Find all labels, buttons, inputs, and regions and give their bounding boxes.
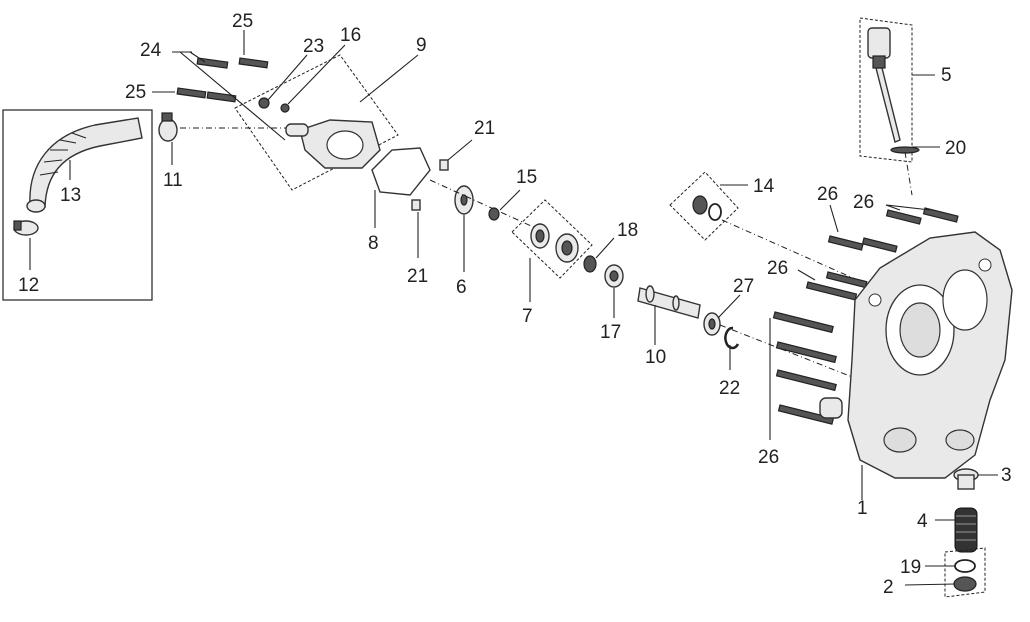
- drain-plug-cap-part: [953, 576, 977, 592]
- callout-3: 3: [1001, 465, 1012, 486]
- callout-15: 15: [516, 167, 537, 188]
- dowel-pins: [411, 159, 449, 211]
- callout-21a: 21: [474, 118, 495, 139]
- callout-6: 6: [456, 277, 467, 298]
- bearing-set-part: [530, 223, 579, 263]
- callout-26d: 26: [758, 447, 779, 468]
- callout-11: 11: [163, 170, 183, 191]
- callout-12: 12: [18, 275, 39, 296]
- callout-14: 14: [753, 176, 775, 197]
- callout-4: 4: [917, 511, 928, 532]
- washer-part: [583, 255, 597, 273]
- spring-part: [954, 507, 978, 553]
- callout-7: 7: [522, 306, 533, 327]
- callout-13: 13: [60, 185, 81, 206]
- callout-5: 5: [941, 65, 952, 86]
- strainer-ring-part: [954, 559, 976, 573]
- seal-pair-part: [692, 195, 722, 221]
- callout-26b: 26: [853, 192, 874, 213]
- callout-26a: 26: [817, 184, 838, 205]
- seal-part: [488, 207, 500, 221]
- callout-27: 27: [733, 276, 754, 297]
- bearing-part: [604, 264, 624, 288]
- case-bolts: [772, 207, 959, 425]
- callout-2: 2: [883, 577, 894, 598]
- callout-17: 17: [600, 322, 621, 343]
- callout-20: 20: [945, 138, 966, 159]
- callout-19: 19: [900, 557, 921, 578]
- water-pump-cover-part: [258, 97, 381, 169]
- callout-18: 18: [617, 220, 638, 241]
- oil-seal-part: [703, 312, 721, 336]
- circlip-part: [724, 326, 740, 350]
- drain-plug-part: [953, 468, 979, 490]
- callout-21b: 21: [407, 266, 428, 287]
- callout-1: 1: [857, 498, 868, 519]
- hose-clamp-part: [13, 220, 39, 236]
- callout-23: 23: [303, 36, 324, 57]
- gasket-part: [371, 147, 431, 196]
- callout-8: 8: [368, 233, 379, 254]
- callout-9: 9: [416, 35, 427, 56]
- callout-10: 10: [645, 347, 666, 368]
- callout-16: 16: [340, 25, 361, 46]
- crankcase-cover-part: [819, 231, 1013, 479]
- bolts-upper: [176, 57, 269, 103]
- hose-part: [26, 117, 143, 213]
- impeller-part: [454, 185, 474, 215]
- dipstick-part: [867, 27, 920, 154]
- callout-25a: 25: [232, 11, 253, 32]
- callout-22: 22: [719, 378, 740, 399]
- clamp-part: [158, 112, 178, 142]
- callout-26c: 26: [767, 258, 788, 279]
- callout-24: 24: [140, 40, 162, 61]
- hose-inset-frame: [2, 109, 153, 301]
- pump-shaft-part: [637, 285, 701, 319]
- callout-25b: 25: [125, 82, 146, 103]
